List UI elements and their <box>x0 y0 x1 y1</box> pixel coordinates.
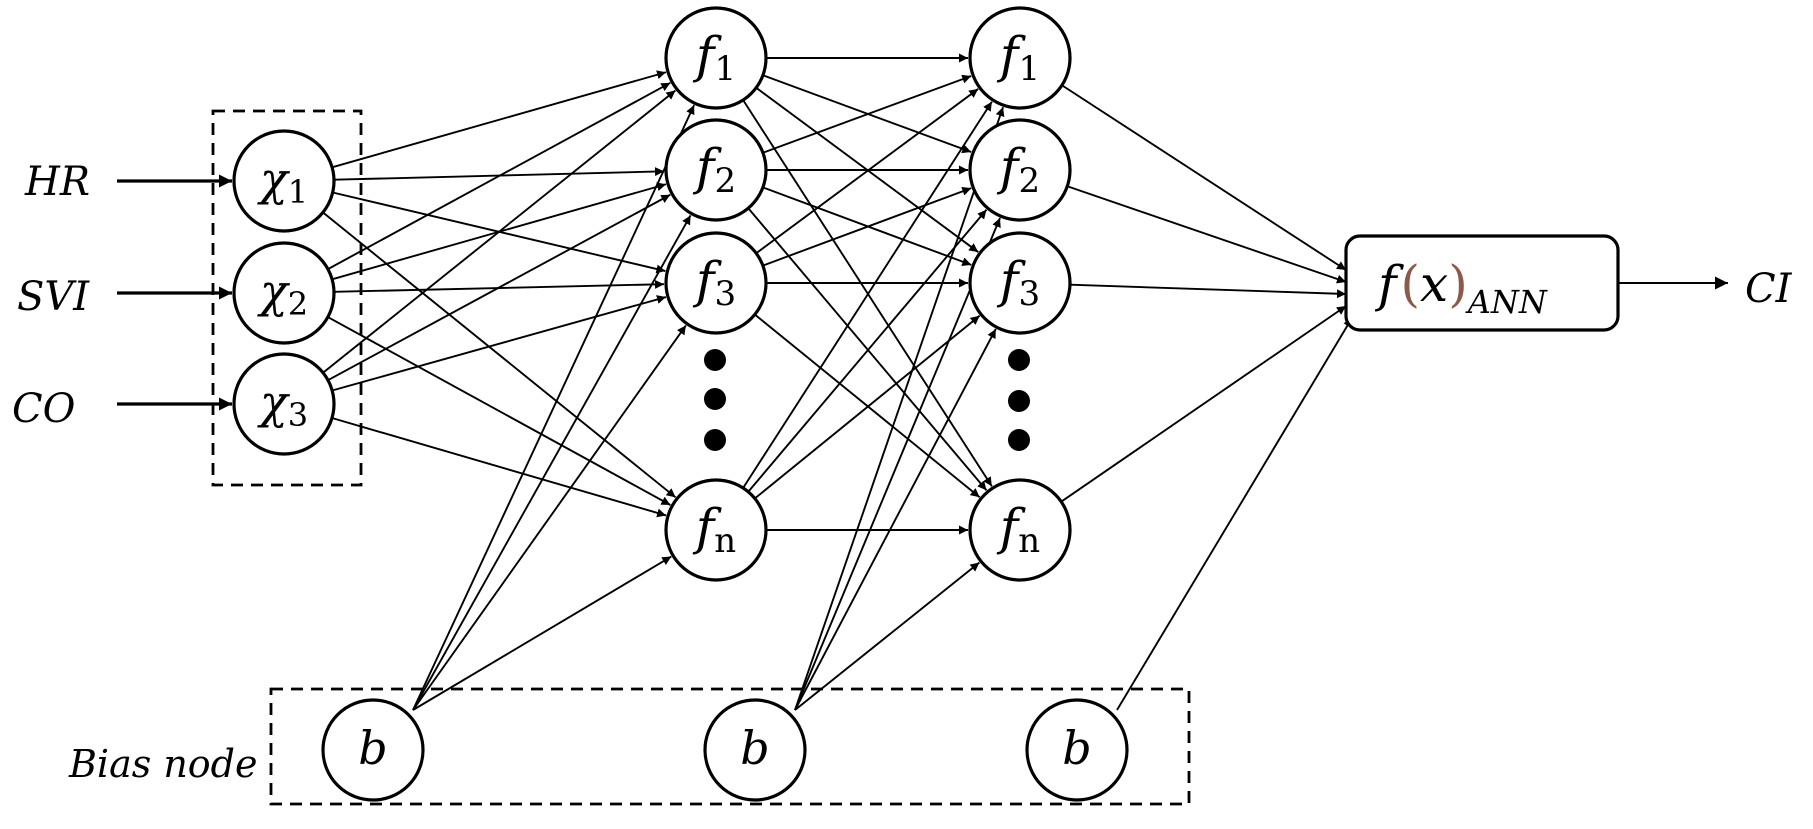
edge-input2-h1-1 <box>327 82 671 270</box>
input-label-hr: HR <box>24 159 90 205</box>
input-node-3: χ3 <box>232 352 336 456</box>
edge-h2-3-output <box>1069 283 1347 299</box>
edge-input2-h1-4 <box>327 316 671 506</box>
edge-h1-4-h2-1 <box>742 101 993 489</box>
input-label-co: CO <box>12 386 75 432</box>
edge-bias2-h2-1 <box>794 106 1005 711</box>
bias-node-box <box>269 687 1191 806</box>
input-node-2-label: χ2 <box>257 264 308 323</box>
edge-bias2-h2-4 <box>794 561 980 711</box>
output-label-ci: CI <box>1745 266 1793 312</box>
hidden-layer-2-node-2-label: f2 <box>996 138 1040 201</box>
output-function-box <box>1344 234 1620 332</box>
bias-node-2-label: b <box>740 721 769 775</box>
edge-input3-h1-1 <box>322 89 677 374</box>
input-label-svi: SVI <box>17 274 90 320</box>
hidden-layer-2-ellipsis <box>1008 349 1030 451</box>
edge-bias3-output <box>1116 317 1353 711</box>
edge-bias1-h1-4 <box>412 555 672 711</box>
bias-node-caption: Bias node <box>68 742 257 786</box>
edge-h2-4-output <box>1060 305 1347 503</box>
input-node-1: χ1 <box>232 129 336 233</box>
hidden-layer-1-node-3: f3 <box>664 231 768 335</box>
hidden-layer-2-node-3-label: f3 <box>996 251 1040 314</box>
hidden-layer-2-node-2: f2 <box>968 118 1072 222</box>
hidden-layer-1-node-2: f2 <box>664 118 768 222</box>
edge-h2-2-output <box>1066 185 1347 284</box>
edge-h1-2-h2-1 <box>762 74 972 154</box>
bias-node-3-label: b <box>1062 721 1091 775</box>
edge-input3-h1-3 <box>331 295 667 392</box>
hidden-layer-2-node-1: f1 <box>968 6 1072 110</box>
input-node-3-label: χ3 <box>257 375 308 434</box>
hidden-layer-1-ellipsis <box>704 349 726 451</box>
edge-input3-h1-2 <box>327 193 671 382</box>
edge-h2-1-output <box>1061 84 1347 271</box>
bias-node-2: b <box>703 698 807 802</box>
bias-node-1: b <box>321 698 425 802</box>
edge-h1-3-h2-1 <box>755 88 979 255</box>
edge-input1-h1-4 <box>322 211 677 499</box>
hidden-layer-2-node-3: f3 <box>968 231 1072 335</box>
hidden-layer-1-node-1: f1 <box>664 6 768 110</box>
edge-bias1-h1-1 <box>412 104 695 711</box>
edge-h1-4-h2-3 <box>754 315 981 500</box>
edge-bias1-h1-2 <box>412 214 692 711</box>
bias-node-3: b <box>1025 698 1129 802</box>
bias-node-1-label: b <box>358 721 387 775</box>
edge-bias2-h2-3 <box>794 328 997 711</box>
edge-bias2-h2-2 <box>794 217 1001 711</box>
hidden-layer-1-node-4: fn <box>664 478 768 582</box>
connection-edges <box>117 53 1728 711</box>
edge-bias1-h1-3 <box>412 324 687 711</box>
input-node-1-label: χ1 <box>257 152 308 211</box>
edge-input1-h1-1 <box>331 70 667 169</box>
edge-input3-h1-4 <box>331 417 667 518</box>
edge-h1-3-h2-2 <box>762 187 972 267</box>
input-node-2: χ2 <box>232 241 336 345</box>
hidden-layer-1-node-4-label: fn <box>692 498 736 561</box>
edge-h1-2-h2-4 <box>747 207 988 491</box>
hidden-layer-2-node-4: fn <box>968 478 1072 582</box>
edge-h1-3-h2-4 <box>754 313 981 498</box>
edge-h1-4-h2-2 <box>747 209 988 493</box>
hidden-layer-1-node-1-label: f1 <box>692 26 736 89</box>
